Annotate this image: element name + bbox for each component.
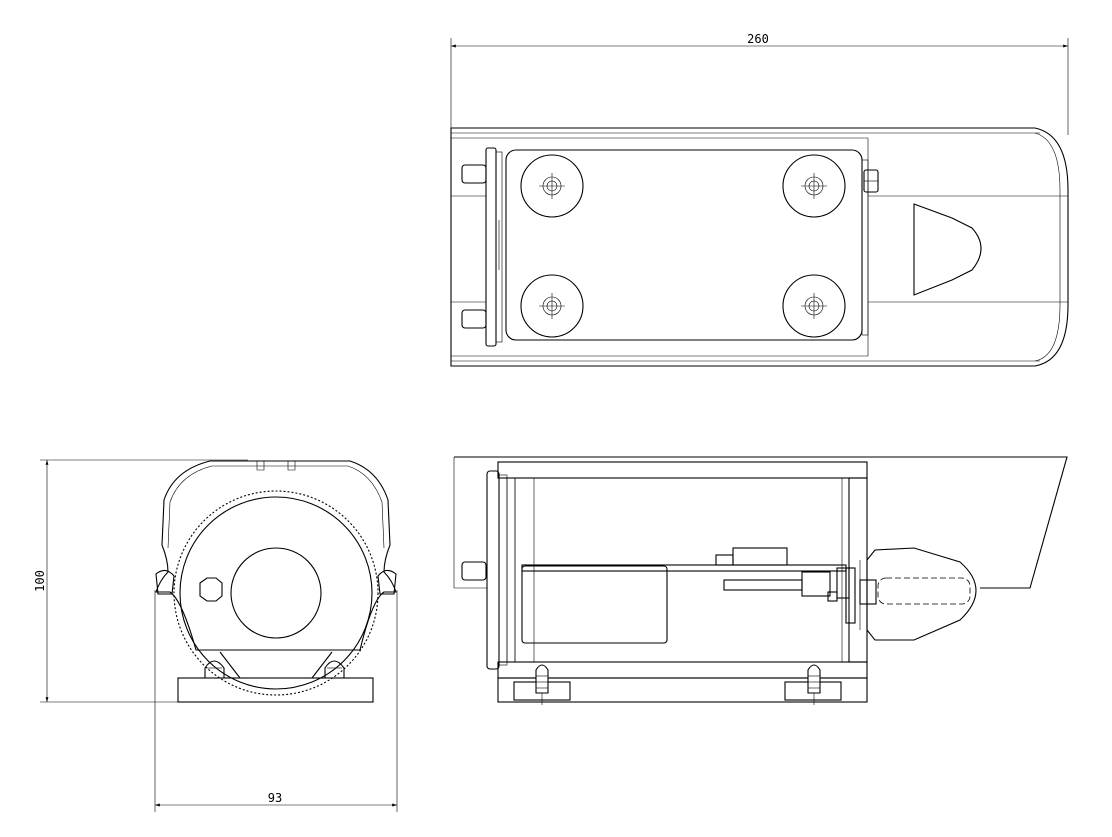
circuit-board-upper (732, 547, 788, 566)
left-latch (155, 569, 175, 595)
length-dimension-label: 260 (747, 32, 769, 46)
inner-body (179, 496, 373, 690)
top-wall (497, 461, 868, 479)
width-dimension-label: 93 (268, 791, 282, 805)
lens-nozzle (913, 203, 982, 296)
housing-outline (450, 127, 1069, 367)
right-latch (377, 569, 397, 595)
length-dimension: 260 (450, 32, 1069, 135)
top-view: 260 (450, 32, 1069, 367)
height-dimension: 100 (33, 459, 248, 703)
front-wall (848, 477, 868, 663)
rear-stud-lower (461, 309, 487, 329)
mounting-bolts (520, 154, 846, 338)
front-nozzle (866, 547, 977, 641)
left-foot (180, 651, 242, 679)
hex-nut (199, 577, 223, 602)
ribbed-body (173, 490, 379, 696)
base-section (497, 677, 868, 703)
section-view (453, 456, 1068, 705)
width-dimension: 93 (154, 590, 398, 812)
lens-bore (230, 547, 322, 639)
height-dimension-label: 100 (33, 570, 47, 592)
shell-outline (155, 460, 397, 651)
rear-stud-upper (461, 164, 487, 184)
camera-body (521, 565, 668, 644)
front-view: 100 93 (33, 459, 398, 812)
rear-cap (486, 470, 500, 670)
rear-flange (485, 147, 497, 347)
lens-hidden-outline (877, 577, 971, 605)
circuit-board-lower (723, 579, 803, 591)
base-plate (177, 677, 374, 703)
section-housing-outline (454, 456, 1068, 589)
base-screws (535, 664, 821, 705)
